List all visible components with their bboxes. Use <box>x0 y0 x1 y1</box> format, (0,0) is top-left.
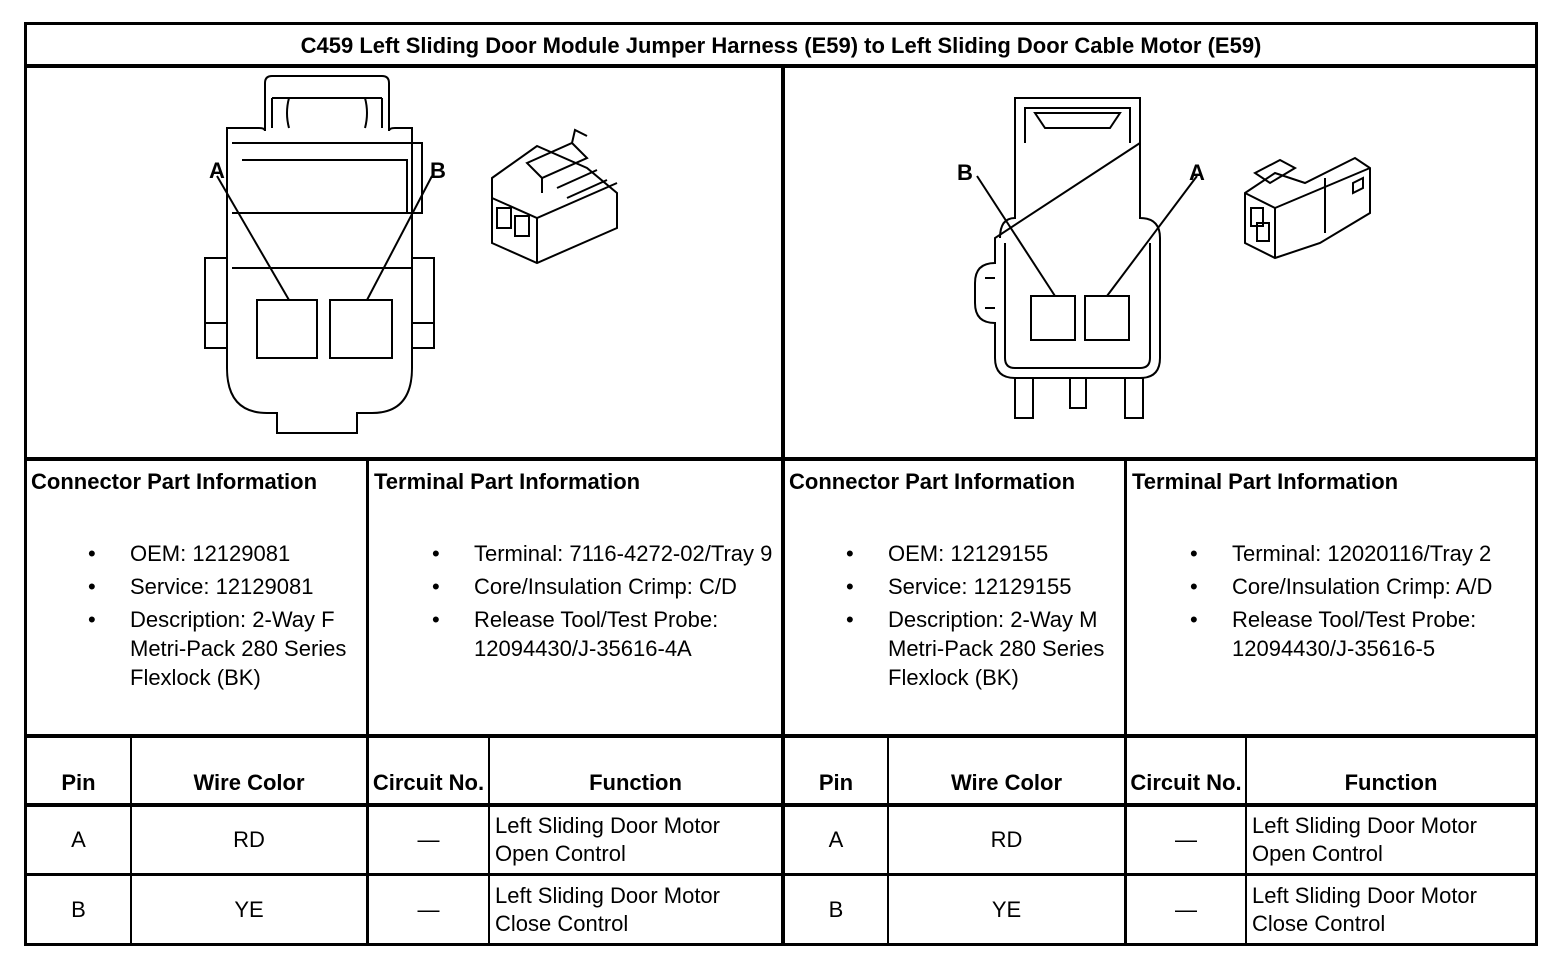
table-cell-wire-color: RD <box>990 827 1023 852</box>
table-cell-pin: B <box>71 896 86 922</box>
table-cell-function: Left Sliding Door Motor Close Control <box>1252 882 1477 936</box>
bullet-icon: • <box>846 607 854 632</box>
bullet-icon: • <box>1190 574 1198 599</box>
divider <box>366 458 369 736</box>
bullet-icon: • <box>432 607 440 632</box>
pin-a-label: A <box>1189 160 1205 185</box>
divider <box>130 735 132 945</box>
pin-column-header: Pin <box>818 770 854 795</box>
bullet-icon: • <box>1190 607 1198 632</box>
table-cell-wire-color: YE <box>234 896 264 922</box>
list-item: •OEM: 12129155 <box>846 541 1049 566</box>
bullet-icon: • <box>432 541 440 566</box>
male-connector-drawing: B A <box>957 97 1371 419</box>
left-connector-diagram: A B <box>27 68 781 457</box>
table-cell-circuit: — <box>1175 827 1197 852</box>
connector-info-list: •OEM: 12129155 •Service: 12129155 •Descr… <box>846 539 1120 696</box>
list-item: •Release Tool/Test Probe: 12094430/J-356… <box>1190 607 1477 661</box>
connector-info-list: •OEM: 12129081 •Service: 12129081 •Descr… <box>88 539 362 696</box>
terminal-info-list: •Terminal: 7116-4272-02/Tray 9 •Core/Ins… <box>432 539 777 667</box>
divider <box>1245 735 1247 945</box>
divider <box>1124 458 1127 736</box>
table-cell-circuit: — <box>417 827 440 852</box>
function-column-header: Function <box>589 770 682 795</box>
bullet-icon: • <box>846 541 854 566</box>
female-connector-drawing: A B <box>204 75 618 434</box>
connector-document: C459 Left Sliding Door Module Jumper Har… <box>24 22 1538 946</box>
table-cell-pin: B <box>828 896 844 922</box>
terminal-info-heading: Terminal Part Information <box>374 469 641 494</box>
list-item: •Service: 12129081 <box>88 574 314 599</box>
pin-b-label: B <box>430 158 446 183</box>
pin-column-header: Pin <box>61 770 96 795</box>
list-item: •Terminal: 7116-4272-02/Tray 9 <box>432 541 773 566</box>
divider <box>1124 735 1127 945</box>
pin-a-label: A <box>209 158 225 183</box>
circuit-column-header: Circuit No. <box>372 770 485 795</box>
table-cell-pin: A <box>71 827 86 852</box>
table-cell-wire-color: RD <box>233 827 265 852</box>
bullet-icon: • <box>88 574 96 599</box>
bullet-icon: • <box>88 541 96 566</box>
list-item: •Release Tool/Test Probe: 12094430/J-356… <box>432 607 719 661</box>
divider <box>781 65 785 945</box>
table-cell-function: Left Sliding Door Motor Open Control <box>495 813 720 866</box>
bullet-icon: • <box>846 574 854 599</box>
bullet-icon: • <box>432 574 440 599</box>
terminal-info-list: •Terminal: 12020116/Tray 2 •Core/Insulat… <box>1190 539 1532 667</box>
table-cell-pin: A <box>828 827 844 852</box>
list-item: •Description: 2-Way F Metri-Pack 280 Ser… <box>88 607 347 690</box>
list-item: •Service: 12129155 <box>846 574 1072 599</box>
bullet-icon: • <box>1190 541 1198 566</box>
table-cell-circuit: — <box>1175 896 1197 922</box>
terminal-info-heading: Terminal Part Information <box>1132 469 1399 494</box>
table-cell-function: Left Sliding Door Motor Close Control <box>495 882 720 936</box>
table-cell-function: Left Sliding Door Motor Open Control <box>1252 813 1477 866</box>
connector-info-heading: Connector Part Information <box>789 469 1076 494</box>
page-title: C459 Left Sliding Door Module Jumper Har… <box>300 33 1262 58</box>
divider <box>887 735 889 945</box>
list-item: •Terminal: 12020116/Tray 2 <box>1190 541 1492 566</box>
connector-info-heading: Connector Part Information <box>31 469 318 494</box>
list-item: •Core/Insulation Crimp: C/D <box>432 574 737 599</box>
pin-b-label: B <box>957 160 973 185</box>
divider <box>366 735 369 945</box>
wire-color-column-header: Wire Color <box>193 770 305 795</box>
table-cell-circuit: — <box>417 896 440 922</box>
table-cell-wire-color: YE <box>991 896 1022 922</box>
circuit-column-header: Circuit No. <box>1130 770 1242 795</box>
wire-color-column-header: Wire Color <box>950 770 1063 795</box>
bullet-icon: • <box>88 607 96 632</box>
list-item: •OEM: 12129081 <box>88 541 291 566</box>
list-item: •Description: 2-Way M Metri-Pack 280 Ser… <box>846 607 1105 690</box>
list-item: •Core/Insulation Crimp: A/D <box>1190 574 1493 599</box>
divider <box>488 735 490 945</box>
function-column-header: Function <box>1344 770 1438 795</box>
right-connector-diagram: B A <box>785 68 1538 457</box>
